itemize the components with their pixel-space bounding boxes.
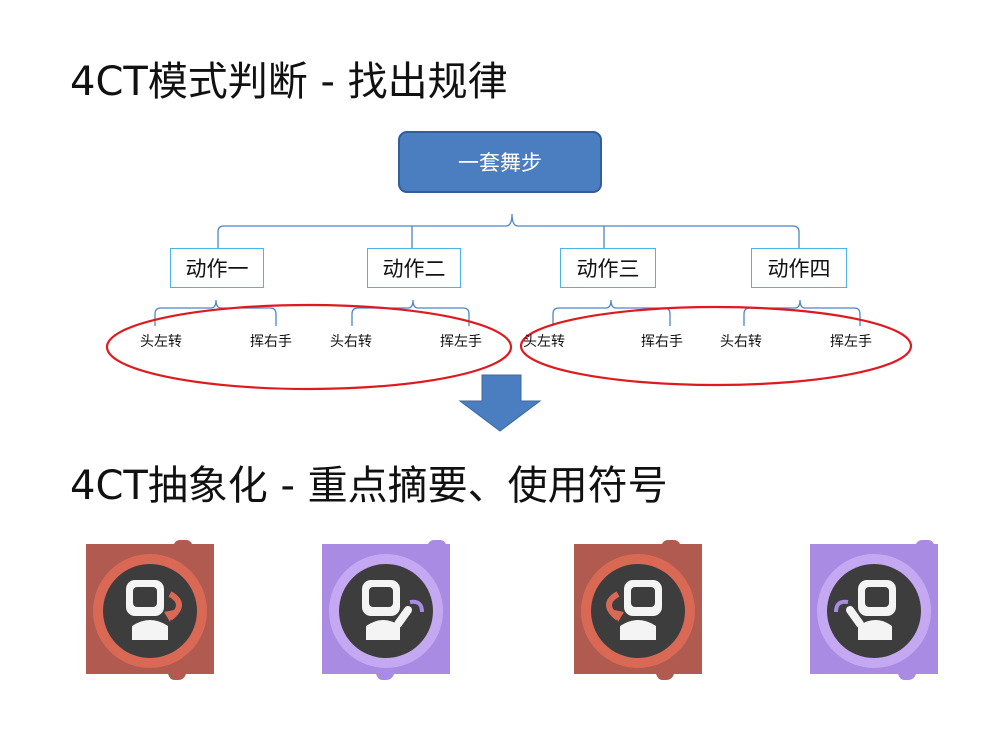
action-label: 动作四 bbox=[767, 257, 831, 281]
leaf-node: 挥左手 bbox=[830, 334, 872, 350]
pattern-recognition-heading: 4CT模式判断 - 找出规律 bbox=[70, 59, 508, 105]
leaf-node: 头左转 bbox=[523, 334, 565, 350]
robot-head-turn-left-icon bbox=[86, 540, 214, 680]
leaf-node: 挥右手 bbox=[250, 334, 292, 350]
action-label: 动作一 bbox=[185, 257, 249, 281]
action-node-2: 动作二 bbox=[367, 248, 461, 288]
leaf-node: 头左转 bbox=[140, 334, 182, 350]
leaf-node: 挥右手 bbox=[641, 334, 683, 350]
abstraction-heading: 4CT抽象化 - 重点摘要、使用符号 bbox=[70, 463, 668, 509]
robot-wave-left-hand-icon bbox=[810, 540, 938, 680]
action-label: 动作三 bbox=[576, 257, 640, 281]
robot-head-turn-right-icon bbox=[574, 540, 702, 680]
group-ellipse-right bbox=[519, 305, 913, 387]
action-node-4: 动作四 bbox=[751, 248, 847, 288]
leaf-node: 头右转 bbox=[720, 334, 762, 350]
leaf-node: 挥左手 bbox=[440, 334, 482, 350]
robot-wave-right-hand-icon bbox=[322, 540, 450, 680]
action-label: 动作二 bbox=[382, 257, 446, 281]
action-node-1: 动作一 bbox=[170, 248, 264, 288]
tree-root-label: 一套舞步 bbox=[458, 151, 542, 175]
action-node-3: 动作三 bbox=[560, 248, 656, 288]
tree-root-node: 一套舞步 bbox=[398, 131, 602, 193]
down-arrow bbox=[458, 374, 542, 432]
group-ellipse-left bbox=[105, 303, 513, 391]
leaf-node: 头右转 bbox=[330, 334, 372, 350]
